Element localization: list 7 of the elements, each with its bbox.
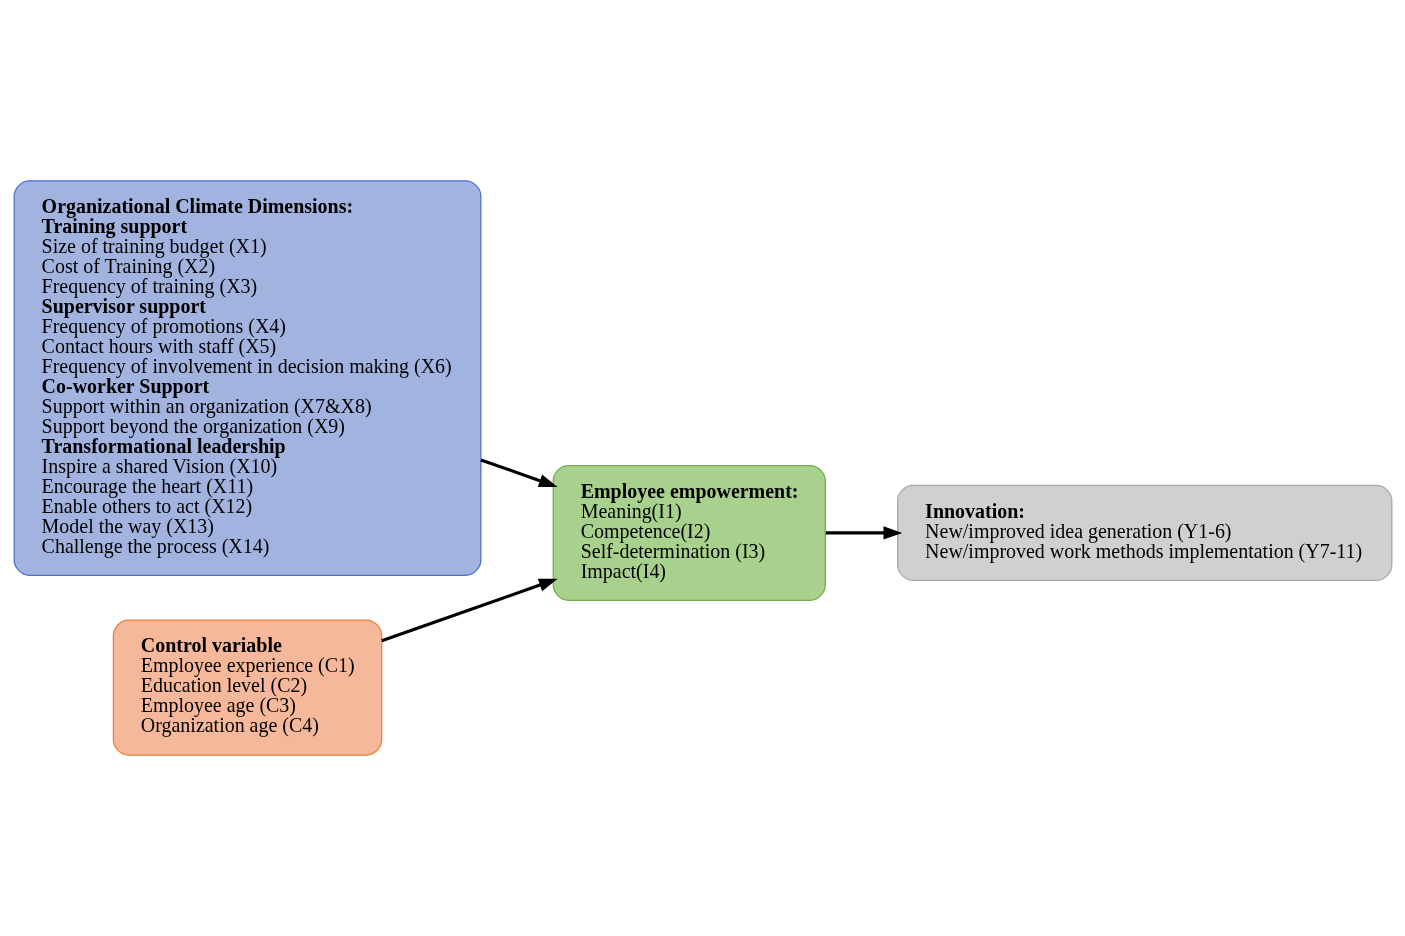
node-box: Control variable Employee experience (C1) Education level (C2) Employee age (C3) Organization age (C4): [112, 619, 382, 756]
arrow: [479, 458, 558, 487]
arrow: [380, 578, 558, 643]
node-box: Organizational Climate Dimensions: Training support Size of training budget (X1) Cost of Training (X2) Frequency of training (X3) Supervisor support Frequency of promotions (X4) Contact hours with staff (X5) Frequency of involvement in decision making (X6) Co-worker Support Support within an organization (X7&X8) Support beyond the organization (X9) Transformational leadership Inspire a shared Vision (X10) Encourage the heart (X11) Enable others to act (X12) Model the way (X13) Challenge the process (X14): [13, 180, 481, 576]
node-box: Employee empowerment: Meaning(I1) Competence(I2) Self-determination (I3) Impact(I4): [552, 464, 826, 601]
arrow: [825, 526, 902, 540]
node-box: Innovation: New/improved idea generation (Y1-6) New/improved work methods implementation (Y7-11): [896, 484, 1392, 581]
